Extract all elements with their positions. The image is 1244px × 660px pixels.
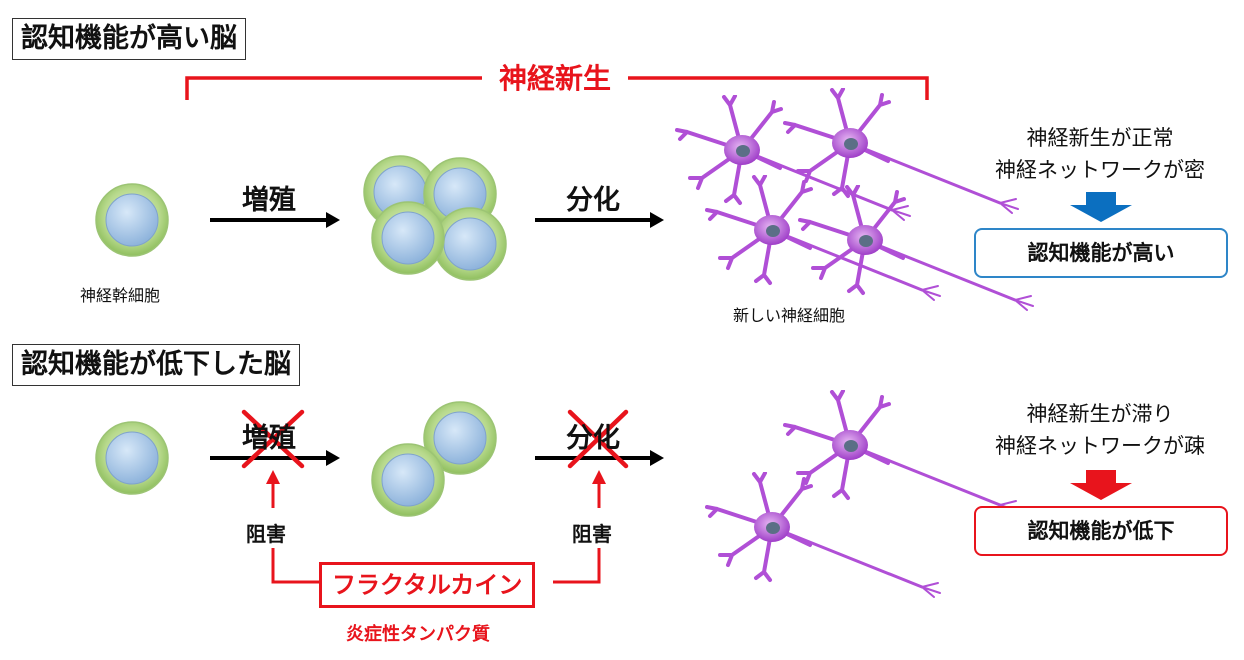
neurogenesis-label: 神経新生 [498,62,611,95]
status-bottom-line2: 神経ネットワークが疎 [995,434,1205,458]
down-arrow-red [1070,470,1132,500]
inflammatory-protein-note: 炎症性タンパク質 [346,624,490,645]
status-bottom: 神経新生が滞り 神経ネットワークが疎 [970,398,1230,462]
result-low: 認知機能が低下 [974,506,1228,556]
neuron-top-3 [705,175,942,302]
differentiate-label-top: 分化 [566,185,620,216]
inhibit-arrowhead-1 [266,470,280,484]
inhibit-label-2: 阻害 [572,522,612,546]
inhibit-label-1: 阻害 [246,522,286,546]
neurogenesis-bracket [185,76,929,100]
fractalkine-box: フラクタルカイン [319,562,536,608]
result-high: 認知機能が高い [974,228,1228,278]
inhibit-arrowhead-2 [592,470,606,484]
status-bottom-line1: 神経新生が滞り [1026,402,1174,426]
differentiate-arrow-top [535,212,664,228]
neuron-bottom-2 [705,472,942,599]
proliferate-label-top: 増殖 [242,185,296,216]
blocked-x-proliferate [241,409,305,469]
dividing-cell-bottom-2 [371,443,445,517]
new-neuron-label: 新しい神経細胞 [733,306,846,325]
status-top: 神経新生が正常 神経ネットワークが密 [970,122,1230,186]
proliferate-arrow-top [210,212,340,228]
proliferate-arrow-bottom [210,450,340,466]
stem-cell-label: 神経幹細胞 [80,286,161,305]
dividing-cell-3 [433,207,507,281]
down-arrow-blue [1070,192,1132,222]
blocked-x-differentiate [567,409,629,469]
status-top-line2: 神経ネットワークが密 [995,158,1205,182]
differentiate-label-bottom: 分化 [566,423,620,454]
stem-cell-bottom [95,421,169,495]
proliferate-label-bottom: 増殖 [242,423,296,454]
stem-cell-top [95,183,169,257]
status-top-line1: 神経新生が正常 [1026,126,1174,150]
title-high-cognition: 認知機能が高い脳 [12,18,246,60]
title-low-cognition: 認知機能が低下した脳 [12,344,300,386]
dividing-cell-4 [371,201,445,275]
differentiate-arrow-bottom [535,450,664,466]
